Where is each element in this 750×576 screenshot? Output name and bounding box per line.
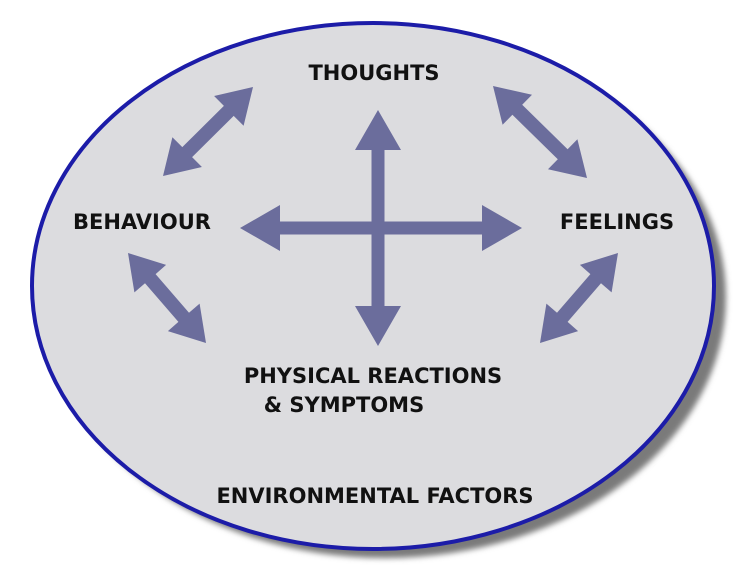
arrow-behaviour-thoughts	[163, 87, 253, 176]
behaviour-label: BEHAVIOUR	[73, 210, 211, 234]
thoughts-label: THOUGHTS	[308, 61, 439, 85]
arrow-behaviour-feelings	[240, 205, 522, 251]
symptoms-label: & SYMPTOMS	[264, 393, 424, 417]
physical-reactions-label: PHYSICAL REACTIONS	[244, 364, 502, 388]
arrow-thoughts-feelings	[493, 86, 587, 178]
environmental-factors-label: ENVIRONMENTAL FACTORS	[216, 484, 533, 508]
arrow-behaviour-physical	[128, 253, 206, 343]
arrow-feelings-physical	[540, 253, 618, 343]
feelings-label: FEELINGS	[560, 210, 674, 234]
arrows-group	[128, 86, 618, 346]
